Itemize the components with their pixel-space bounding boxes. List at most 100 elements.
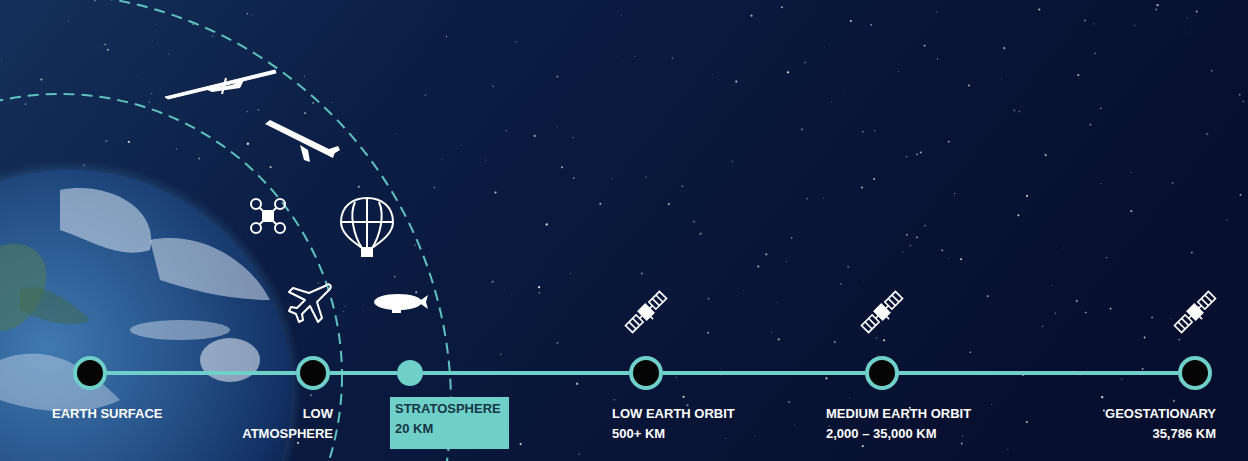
label-group: EARTH SURFACE <box>52 404 163 424</box>
star <box>743 290 745 292</box>
satellite-icon <box>861 291 906 336</box>
star <box>1187 17 1189 19</box>
star <box>1191 25 1193 27</box>
star <box>916 153 918 155</box>
star <box>616 55 618 57</box>
star <box>485 159 486 160</box>
star <box>645 176 647 178</box>
star <box>247 143 249 145</box>
star <box>954 193 955 194</box>
star <box>962 435 963 436</box>
star <box>343 311 344 312</box>
star <box>862 131 864 133</box>
star <box>500 354 501 355</box>
star <box>909 404 911 406</box>
label-group: MEDIUM EARTH ORBIT2,000 – 35,000 KM <box>826 404 971 444</box>
star <box>897 70 899 72</box>
star <box>1131 172 1132 173</box>
star <box>257 171 259 173</box>
star <box>968 84 970 86</box>
star <box>573 177 575 179</box>
star <box>920 151 922 153</box>
timeline-marker: STRATOSPHERE20 KM <box>397 360 423 386</box>
level-name: LOW EARTH ORBIT <box>612 404 735 424</box>
star <box>682 396 684 398</box>
star <box>668 203 670 205</box>
star <box>1121 378 1122 379</box>
star <box>804 62 806 64</box>
star <box>613 399 615 401</box>
star <box>1106 257 1107 258</box>
level-name: STRATOSPHERE <box>395 399 501 419</box>
star <box>1085 312 1087 314</box>
star <box>822 197 824 199</box>
star <box>771 332 773 334</box>
star <box>1003 47 1005 49</box>
star <box>686 404 688 406</box>
star <box>1144 337 1146 339</box>
star <box>534 135 536 137</box>
star <box>394 276 396 278</box>
star <box>937 11 938 12</box>
star <box>1242 101 1244 103</box>
star <box>787 71 789 73</box>
star <box>949 126 951 128</box>
star <box>212 35 213 36</box>
star <box>937 58 938 59</box>
star <box>415 291 417 293</box>
timeline-segment <box>423 371 629 375</box>
star <box>806 198 808 200</box>
altitude-value: 2,000 – 35,000 KM <box>826 424 971 444</box>
star <box>358 186 360 188</box>
star <box>1045 154 1047 156</box>
star <box>621 14 623 16</box>
star <box>1055 313 1057 315</box>
star <box>725 438 726 439</box>
star <box>707 332 709 334</box>
star <box>1206 133 1208 135</box>
star <box>94 0 96 2</box>
star <box>434 187 436 189</box>
star <box>1094 53 1095 54</box>
star <box>539 292 541 294</box>
star <box>99 49 101 51</box>
star <box>916 236 918 238</box>
timeline-segment <box>663 371 865 375</box>
star <box>142 79 143 80</box>
star <box>712 73 714 75</box>
star <box>849 397 851 399</box>
star <box>1104 257 1106 259</box>
star <box>1134 25 1135 26</box>
highlight-label-box: STRATOSPHERE20 KM <box>390 397 509 449</box>
star <box>1142 368 1144 370</box>
label-group: LOW ATMOSPHERE <box>233 404 333 444</box>
star <box>754 435 756 437</box>
star <box>1100 108 1101 109</box>
star <box>1026 421 1028 423</box>
star <box>1007 448 1009 450</box>
star <box>641 273 643 275</box>
star <box>870 24 872 26</box>
star <box>634 55 636 57</box>
star <box>561 166 563 168</box>
star <box>843 92 845 94</box>
dashed-orbit-arc <box>0 0 451 461</box>
star <box>1191 252 1193 254</box>
level-name: MEDIUM EARTH ORBIT <box>826 404 971 424</box>
star <box>192 24 193 25</box>
altitude-value: 20 KM <box>395 419 501 439</box>
star <box>1181 322 1183 324</box>
star <box>700 233 702 235</box>
star <box>1044 152 1046 154</box>
star <box>1179 339 1181 341</box>
star <box>863 281 865 283</box>
altitude-value: 35,786 KM <box>1105 424 1216 444</box>
star <box>1019 111 1020 112</box>
star <box>578 453 579 454</box>
star <box>312 102 314 104</box>
dashed-orbit-arc <box>0 94 342 461</box>
star <box>1077 74 1079 76</box>
star <box>492 86 494 88</box>
star <box>781 6 783 8</box>
star <box>1101 396 1103 398</box>
